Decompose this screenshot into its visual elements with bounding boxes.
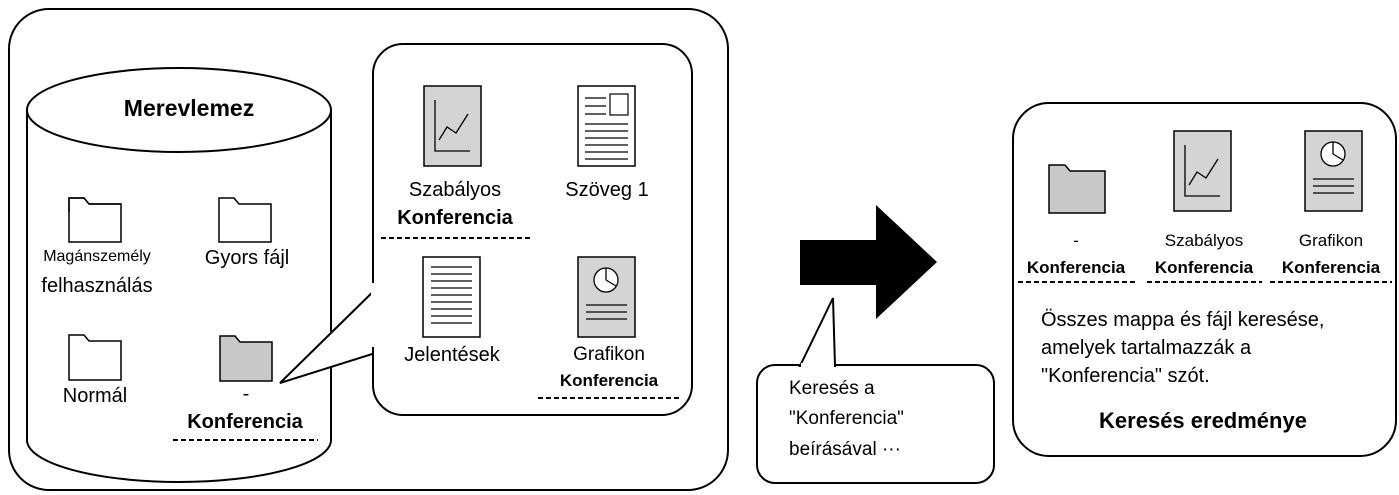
chart-document-icon bbox=[423, 85, 482, 167]
folder-label: Magánszemély bbox=[43, 248, 151, 265]
file-label: Grafikon bbox=[573, 344, 645, 365]
right-arrow-icon bbox=[800, 205, 937, 319]
text-document-icon bbox=[577, 85, 636, 167]
folder-icon bbox=[68, 334, 122, 381]
result-title: Keresés eredménye bbox=[1099, 408, 1307, 433]
folder-icon bbox=[1048, 164, 1106, 214]
result-item-label: Konferencia bbox=[1281, 258, 1381, 277]
result-item-label: Konferencia bbox=[1026, 258, 1126, 277]
result-description: "Konferencia" szót. bbox=[1041, 365, 1210, 387]
result-item-label: Szabályos bbox=[1164, 231, 1244, 250]
file-label: Szöveg 1 bbox=[565, 179, 649, 201]
folder-label: Gyors fájl bbox=[204, 247, 290, 269]
result-description: amelyek tartalmazzák a bbox=[1041, 337, 1252, 359]
folder-label: - bbox=[242, 383, 250, 405]
pie-document-icon bbox=[577, 256, 636, 338]
search-callout-bubble bbox=[756, 297, 995, 484]
search-callout-line: "Konferencia" bbox=[789, 408, 904, 429]
search-callout-line: beírásával ··· bbox=[789, 439, 901, 460]
folder-label: felhasználás bbox=[41, 275, 153, 297]
folder-icon bbox=[218, 197, 272, 243]
result-description: Összes mappa és fájl keresése, bbox=[1041, 309, 1325, 331]
folder-icon bbox=[219, 335, 273, 382]
folder-icon bbox=[68, 197, 122, 243]
pie-document-icon bbox=[1304, 130, 1363, 212]
report-document-icon bbox=[422, 256, 481, 338]
hard-disk-cylinder bbox=[26, 67, 332, 483]
chart-document-icon bbox=[1173, 130, 1232, 212]
folder-label: Konferencia bbox=[187, 411, 303, 433]
file-label: Konferencia bbox=[559, 371, 659, 390]
folder-label: Normál bbox=[62, 385, 128, 407]
file-label: Jelentések bbox=[404, 344, 500, 366]
result-item-label: Konferencia bbox=[1154, 258, 1254, 277]
result-item-label: - bbox=[1073, 231, 1079, 250]
disk-title: Merevlemez bbox=[123, 95, 255, 121]
file-label: Szabályos bbox=[408, 179, 502, 201]
result-item-label: Grafikon bbox=[1298, 231, 1364, 250]
result-panel bbox=[1012, 102, 1397, 457]
file-label: Konferencia bbox=[397, 207, 513, 229]
search-callout-line: Keresés a bbox=[789, 378, 875, 399]
